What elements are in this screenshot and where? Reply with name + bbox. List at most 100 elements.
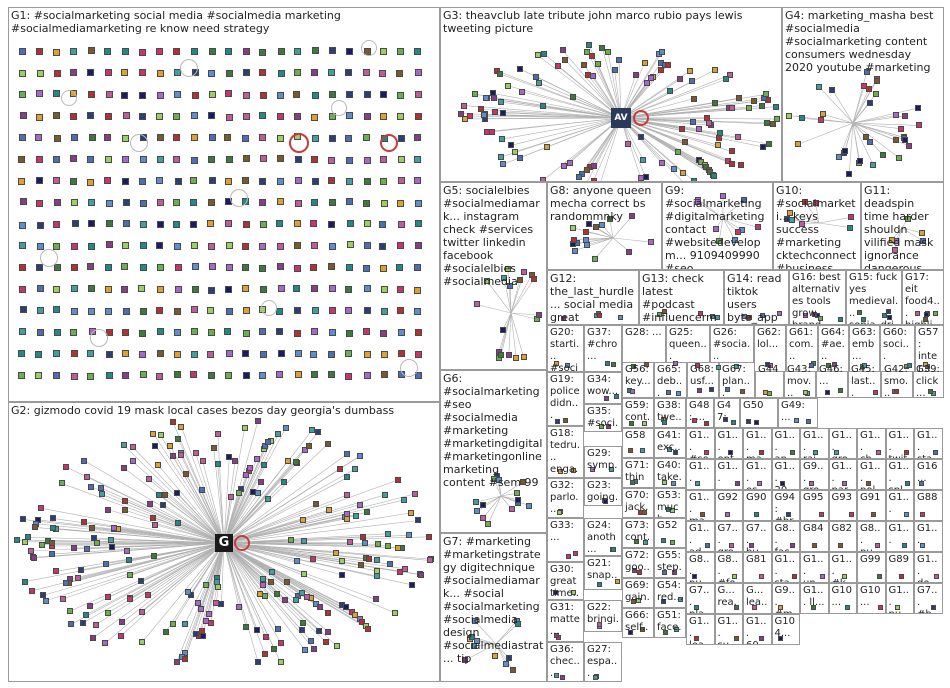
vertex-icon (536, 312, 543, 319)
vertex-icon (758, 636, 764, 641)
vertex-icon (138, 48, 146, 56)
vertex-icon (643, 79, 650, 86)
vertex-icon (904, 450, 910, 455)
vertex-icon (49, 540, 56, 547)
vertex-icon (242, 350, 250, 358)
vertex-icon (260, 91, 268, 99)
vertex-icon (87, 90, 95, 98)
vertex-icon (122, 507, 129, 514)
vertex-icon (53, 69, 61, 77)
small-group-panel: G1... rai... (800, 428, 829, 459)
vertex-icon (277, 639, 284, 646)
vertex-icon (591, 162, 597, 169)
vertex-icon (861, 82, 868, 89)
vertex-icon (717, 130, 724, 137)
vertex-icon (122, 497, 129, 504)
vertex-icon (710, 172, 717, 179)
vertex-icon (260, 581, 267, 588)
vertex-icon (641, 420, 647, 426)
vertex-icon (169, 452, 176, 459)
vertex-icon (836, 153, 843, 160)
vertex-icon (415, 241, 423, 249)
vertex-icon (763, 390, 769, 396)
vertex-icon (363, 113, 371, 121)
vertex-icon (105, 241, 113, 249)
vertex-icon (837, 388, 843, 394)
vertex-icon (242, 91, 250, 99)
vertex-icon (241, 177, 249, 185)
vertex-icon (690, 178, 697, 181)
vertex-icon (273, 591, 280, 598)
vertex-icon (276, 263, 284, 271)
small-group-panel: G1... ll... (800, 583, 829, 614)
vertex-icon (379, 69, 387, 77)
vertex-icon (351, 466, 358, 473)
vertex-icon (507, 282, 514, 289)
vertex-icon (310, 371, 318, 379)
vertex-icon (648, 74, 655, 81)
vertex-icon (224, 177, 232, 185)
vertex-icon (209, 91, 217, 99)
vertex-icon (310, 263, 318, 271)
vertex-icon (564, 362, 570, 368)
small-group-panel: G1... (686, 459, 715, 490)
vertex-icon (93, 621, 100, 628)
vertex-icon (594, 60, 601, 67)
vertex-icon (324, 628, 331, 635)
vertex-icon (333, 550, 340, 557)
vertex-icon (174, 177, 182, 185)
small-group-panel: G1... #k... (828, 552, 857, 583)
vertex-icon (71, 307, 79, 315)
group-panel-g47: G47: ... (714, 398, 740, 428)
vertex-icon (298, 627, 305, 634)
vertex-icon (170, 419, 176, 426)
vertex-icon (121, 91, 129, 99)
vertex-icon (561, 56, 568, 63)
vertex-icon (294, 200, 302, 208)
vertex-icon (262, 592, 269, 599)
vertex-icon (585, 221, 592, 228)
vertex-icon (554, 62, 561, 69)
vertex-icon (172, 221, 180, 229)
vertex-icon (173, 659, 180, 666)
vertex-icon (282, 596, 288, 603)
edges-g7 (464, 620, 519, 670)
vertex-icon (81, 457, 88, 464)
vertex-icon (122, 47, 130, 55)
vertex-icon (346, 156, 354, 164)
vertex-icon (753, 512, 759, 517)
vertex-icon (628, 213, 635, 220)
vertex-icon (735, 134, 742, 141)
group-panel-g71: G71: thin (622, 458, 654, 488)
vertex-icon (121, 69, 129, 77)
vertex-icon (288, 537, 295, 543)
vertex-icon (325, 609, 332, 616)
vertex-icon (260, 155, 268, 163)
vertex-icon (723, 76, 730, 83)
vertex-icon (829, 86, 836, 93)
vertex-icon (139, 155, 147, 163)
vertex-icon (345, 112, 353, 120)
vertex-icon (98, 485, 105, 492)
vertex-icon (704, 420, 710, 426)
small-group-label: G1... (689, 461, 710, 484)
vertex-icon (313, 501, 320, 508)
vertex-icon (156, 155, 164, 163)
vertex-icon (808, 481, 814, 486)
vertex-icon (904, 512, 910, 517)
vertex-icon (630, 389, 636, 395)
vertex-icon (513, 354, 520, 361)
vertex-icon (380, 371, 388, 379)
vertex-icon (71, 134, 79, 142)
vertex-icon (793, 417, 799, 423)
vertex-icon (191, 263, 199, 271)
vertex-icon (300, 538, 307, 545)
vertex-icon (415, 112, 423, 120)
vertex-icon (156, 349, 164, 357)
vertex-icon (861, 362, 867, 368)
vertex-icon (183, 470, 190, 477)
vertex-icon (741, 196, 748, 203)
vertex-icon (190, 371, 198, 379)
vertex-icon (514, 490, 521, 497)
vertex-icon (657, 312, 663, 318)
